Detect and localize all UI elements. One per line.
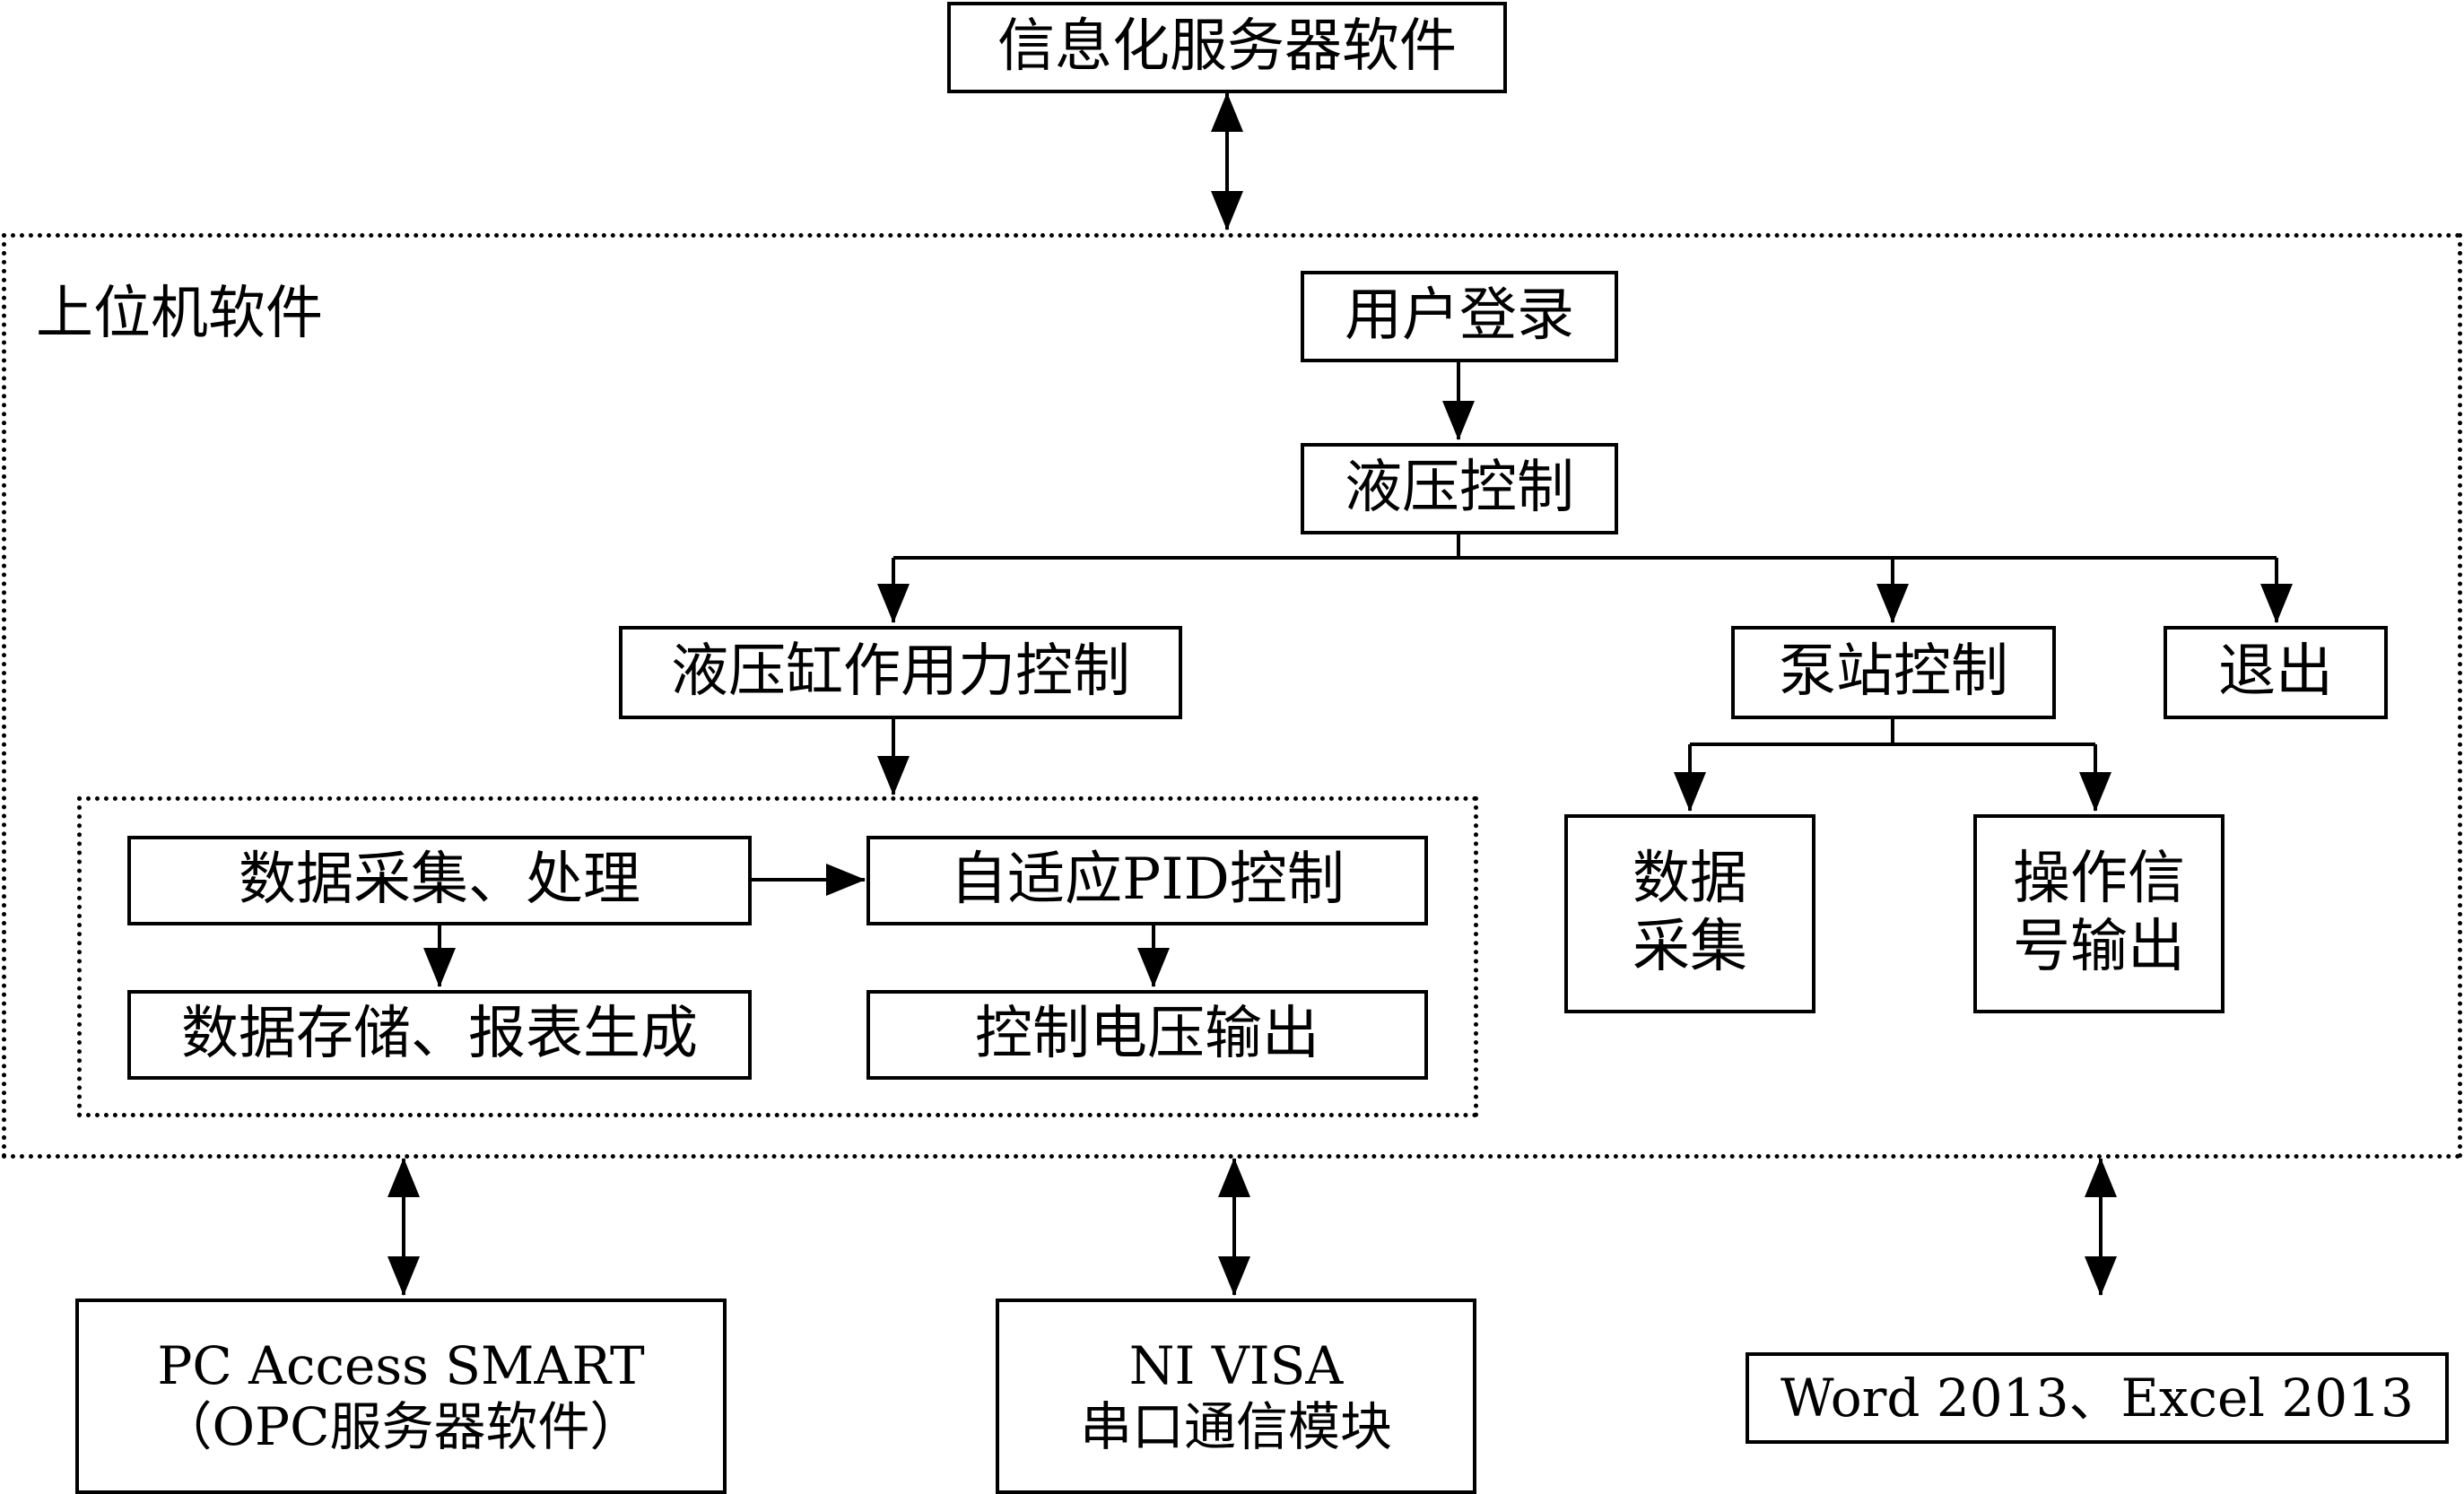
data-storage-report-box: 数据存储、报表生成 xyxy=(127,990,752,1080)
upper-computer-container xyxy=(2,233,2462,1159)
pump-data-acquisition-box: 数据 采集 xyxy=(1564,814,1815,1013)
upper-computer-label: 上位机软件 xyxy=(36,281,323,347)
hydraulic-control-box: 液压控制 xyxy=(1301,443,1618,534)
ni-visa-box: NI VISA 串口通信模块 xyxy=(996,1299,1476,1494)
cylinder-force-control-box: 液压缸作用力控制 xyxy=(619,626,1182,719)
info-server-software-box: 信息化服务器软件 xyxy=(947,2,1507,93)
control-voltage-output-box: 控制电压输出 xyxy=(866,990,1428,1080)
pump-station-control-box: 泵站控制 xyxy=(1731,626,2056,719)
exit-box: 退出 xyxy=(2164,626,2388,719)
user-login-box: 用户登录 xyxy=(1301,271,1618,362)
cylinder-control-subgroup xyxy=(77,796,1478,1117)
data-acquisition-processing-box: 数据采集、处理 xyxy=(127,836,752,925)
pc-access-smart-box: PC Access SMART （OPC服务器软件） xyxy=(75,1299,727,1494)
word-excel-box: Word 2013、Excel 2013 xyxy=(1746,1352,2449,1444)
pump-operation-signal-output-box: 操作信 号输出 xyxy=(1973,814,2225,1013)
adaptive-pid-control-box: 自适应PID控制 xyxy=(866,836,1428,925)
